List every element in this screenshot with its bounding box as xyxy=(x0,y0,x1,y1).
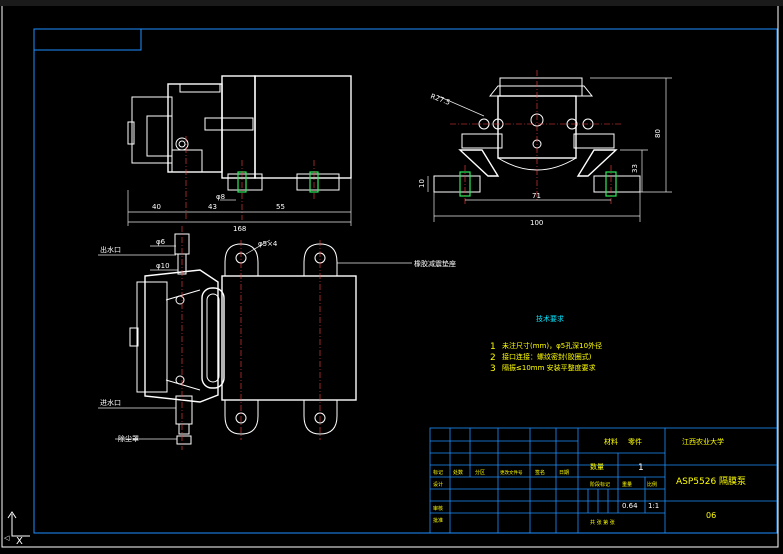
dim-80: 80 xyxy=(654,129,662,138)
dim-168: 168 xyxy=(233,225,246,233)
label-filter: 除尘罩 xyxy=(118,434,139,443)
dim-r275: R27.5 xyxy=(429,92,451,107)
title-block: 材料 零件 江西农业大学 数量 1 ASP5526 隔膜泵 阶段标记 重量 比例… xyxy=(429,427,778,534)
tb-material: 材料 xyxy=(604,437,618,446)
top-view xyxy=(129,226,357,450)
svg-text:2: 2 xyxy=(490,353,496,363)
tech-item-2: 接口连接：螺纹密封(胶圈式) xyxy=(502,352,592,361)
tech-title: 技术要求 xyxy=(536,314,564,323)
drawing-frame xyxy=(33,28,778,534)
toolbar-strip xyxy=(0,0,783,6)
tb-qty: 1 xyxy=(638,463,644,473)
svg-text:◁: ◁ xyxy=(4,534,10,542)
tb-drawing-no: 06 xyxy=(706,511,716,520)
tb-weight-label: 重量 xyxy=(622,481,632,488)
tb-approve: 批准 xyxy=(433,517,443,524)
front-view-dims: 40 43 55 168 φ8 xyxy=(127,178,352,233)
top-view-dims: φ6 φ10 φ5×4 出水口 进水口 除尘罩 橡胶减震垫座 xyxy=(98,238,456,443)
tb-drawing-name: ASP5526 隔膜泵 xyxy=(676,476,746,487)
dim-33: 33 xyxy=(631,164,639,173)
dim-10: 10 xyxy=(418,179,426,188)
dim-100: 100 xyxy=(530,219,543,227)
dim-phi8: φ8 xyxy=(216,193,225,201)
tb-mark: 标记 xyxy=(433,469,443,476)
label-mount: 橡胶减震垫座 xyxy=(414,259,456,268)
frame-corner-box xyxy=(33,28,142,51)
tech-item-1: 未注尺寸(mm)，φ5孔深10外径 xyxy=(502,341,602,350)
tb-scale-label: 比例 xyxy=(647,481,657,488)
svg-text:X: X xyxy=(16,536,23,547)
svg-text:1: 1 xyxy=(490,342,496,352)
dim-40: 40 xyxy=(152,203,161,211)
dim-phi5x4: φ5×4 xyxy=(258,240,278,248)
tb-stage-mark: 阶段标记 xyxy=(590,481,610,488)
dim-phi6: φ6 xyxy=(156,238,166,246)
tb-school: 江西农业大学 xyxy=(682,437,724,446)
tb-change-doc: 更改文件号 xyxy=(500,469,523,476)
tb-sheets: 共 张 第 张 xyxy=(590,519,615,526)
dim-55: 55 xyxy=(276,203,285,211)
tb-part: 零件 xyxy=(628,437,642,446)
tb-date: 日期 xyxy=(559,470,569,476)
label-inlet: 进水口 xyxy=(100,398,121,407)
tb-qty-label: 数量 xyxy=(590,462,604,471)
tb-zone: 分区 xyxy=(475,469,485,476)
dim-71: 71 xyxy=(532,192,541,200)
label-outlet: 出水口 xyxy=(100,245,121,254)
ucs-icon: ◁ X xyxy=(4,511,30,547)
tb-check: 审核 xyxy=(433,505,443,512)
tech-requirements: 技术要求 1 未注尺寸(mm)，φ5孔深10外径 2 接口连接：螺纹密封(胶圈式… xyxy=(490,314,602,374)
side-view-dims: R27.5 80 33 10 71 100 xyxy=(418,77,672,227)
side-view xyxy=(433,70,641,204)
tb-design: 设计 xyxy=(433,481,443,488)
dim-phi10: φ10 xyxy=(156,262,170,270)
sheet-outer-border xyxy=(1,3,779,548)
front-view xyxy=(127,75,352,220)
tb-count: 处数 xyxy=(453,469,463,476)
tech-item-3: 隔振≤10mm 安装平整度要求 xyxy=(502,363,596,372)
dim-43: 43 xyxy=(208,203,217,211)
tb-sign: 签名 xyxy=(535,469,545,476)
tb-weight: 0.64 xyxy=(622,502,638,510)
svg-text:3: 3 xyxy=(490,364,496,374)
tb-scale: 1:1 xyxy=(648,502,659,510)
